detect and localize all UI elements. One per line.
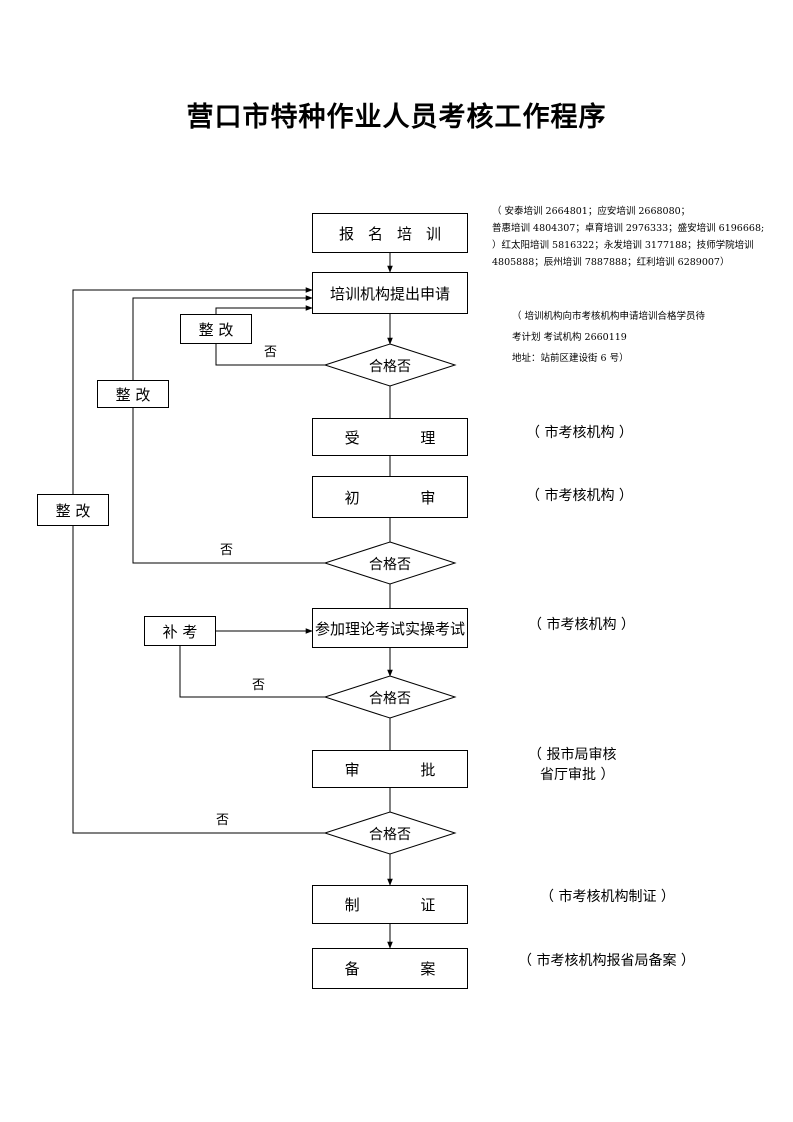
note-training-1: （ 安泰培训 2664801；应安培训 2668080； [492,206,691,217]
decision-1-diamond [323,343,457,387]
no-label-1: 否 [264,345,278,360]
note-accept: （ 市考核机构 ） [526,425,633,441]
decision-4-label: 合格否 [369,827,411,843]
loop-2-line [132,408,325,564]
step-first-review: 初 审 [312,476,468,518]
step-accept: 受 理 [312,418,468,456]
note-apply-2: 考计划 考试机构 2660119 [512,332,627,343]
loop-2-arrow [132,295,313,380]
note-approve-2: 省厅审批 ） [540,767,615,783]
step-apply: 培训机构提出申请 [312,272,468,314]
step-certify: 制 证 [312,885,468,924]
note-certify: （ 市考核机构制证 ） [540,889,675,905]
rectify-box-1: 整 改 [180,314,252,344]
decision-1-label: 合格否 [369,359,411,375]
step-file: 备 案 [312,948,468,989]
retest-box: 补 考 [144,616,216,646]
loop-1-line [215,344,325,366]
decision-2-diamond [323,541,457,585]
note-approve-1: （ 报市局审核 [528,747,617,763]
note-first-review: （ 市考核机构 ） [526,488,633,504]
page-title: 营口市特种作业人员考核工作程序 [186,102,607,133]
note-apply-1: （ 培训机构向市考核机构申请培训合格学员待 [512,311,706,322]
decision-3-label: 合格否 [369,691,411,707]
step-exam: 参加理论考试实操考试 [312,608,468,648]
loop-3-line [72,526,325,834]
loop-1-arrow [215,305,313,314]
no-label-3: 否 [252,678,266,693]
rectify-box-3: 整 改 [37,494,109,526]
decision-3-diamond [323,675,457,719]
rectify-box-2: 整 改 [97,380,169,408]
step-approve: 审 批 [312,750,468,788]
loop-3-arrow [72,287,313,494]
decision-2-label: 合格否 [369,557,411,573]
no-label-2: 否 [220,543,234,558]
step-register: 报名培训 [312,213,468,253]
note-apply-3: 地址：站前区建设街 6 号） [512,353,629,364]
decision-4-diamond [323,811,457,855]
note-exam: （ 市考核机构 ） [528,617,635,633]
no-label-4: 否 [216,813,230,828]
note-training-2: 普惠培训 4804307；卓育培训 2976333；盛安培训 6196668; [492,223,765,234]
note-training-3: ）红太阳培训 5816322；永发培训 3177188；技师学院培训 [492,240,754,251]
loop-retest-line [179,646,325,698]
note-file: （ 市考核机构报省局备案 ） [518,953,695,969]
note-training-4: 4805888；辰州培训 7887888；红利培训 6289007） [492,257,730,268]
